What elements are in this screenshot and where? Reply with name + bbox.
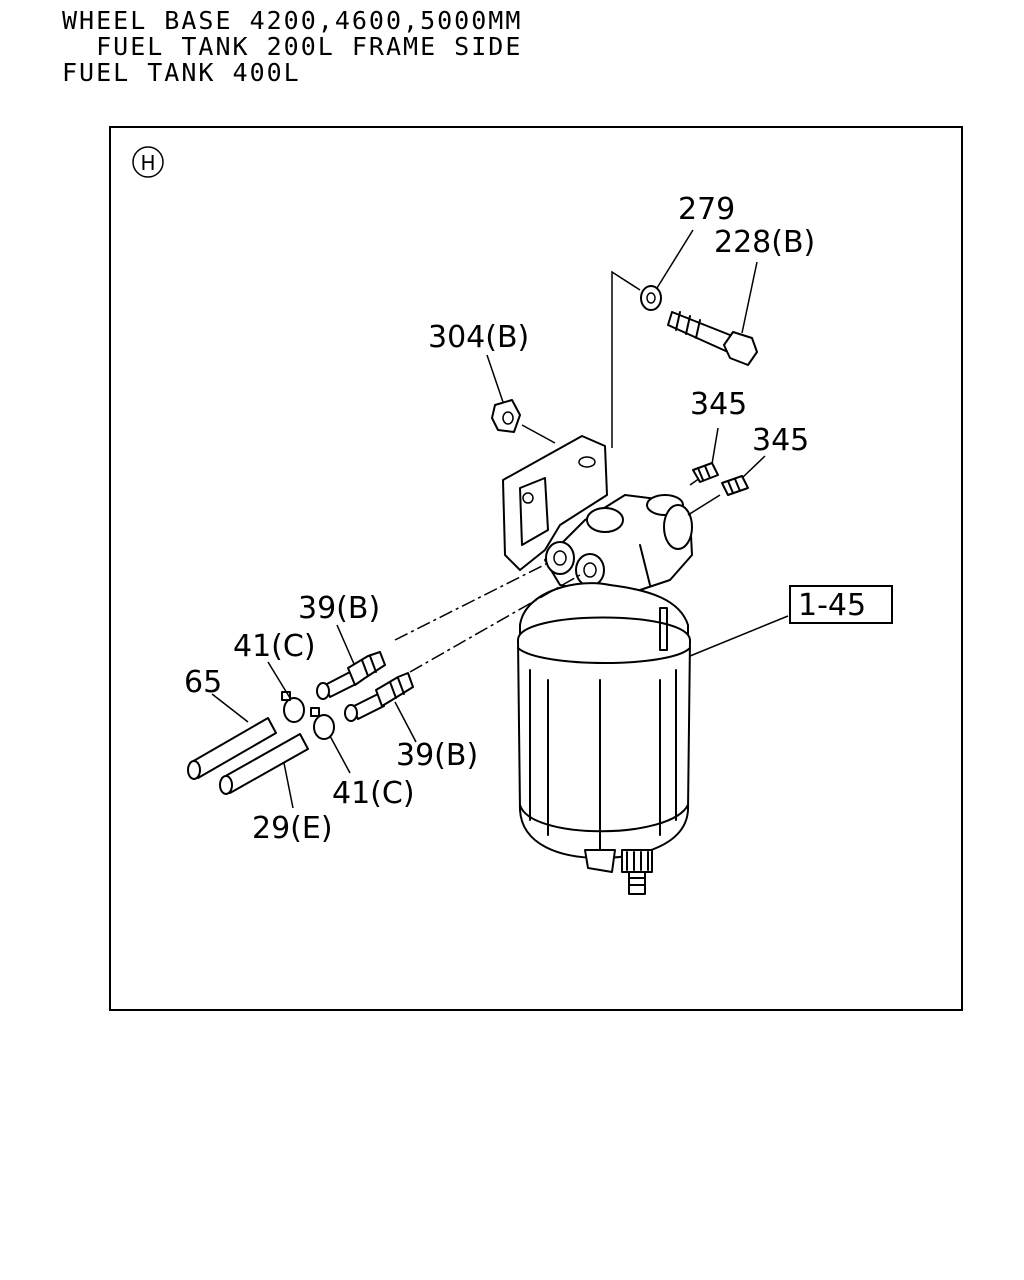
- label-304b: 304(B): [428, 320, 529, 355]
- header-line-3: FUEL TANK 400L: [62, 58, 301, 87]
- plug-345-a: [692, 462, 719, 483]
- nut-304b: [491, 399, 521, 433]
- clamp-41c-top: [281, 691, 305, 723]
- fitting-39b-top: [316, 651, 386, 700]
- section-marker-letter: H: [140, 151, 155, 175]
- label-279: 279: [678, 192, 735, 227]
- diagram-frame: [109, 126, 963, 1011]
- label-41c-bottom: 41(C): [332, 776, 415, 811]
- label-228b: 228(B): [714, 225, 815, 260]
- label-39b-top: 39(B): [298, 591, 380, 626]
- header-line-1: WHEEL BASE 4200,4600,5000MM: [62, 6, 523, 35]
- header-line-2: FUEL TANK 200L FRAME SIDE: [62, 32, 523, 61]
- plug-345-b: [721, 475, 749, 496]
- hose-65: [187, 717, 277, 780]
- guide-lines: [394, 270, 721, 673]
- filter-bowl: [517, 582, 691, 873]
- label-1-45: 1-45: [798, 588, 866, 623]
- drain-plug: [621, 849, 653, 895]
- mounting-bracket: [502, 435, 608, 571]
- assembly-ref-box: [789, 585, 893, 624]
- label-41c-top: 41(C): [233, 629, 316, 664]
- fitting-39b-bottom: [344, 672, 414, 722]
- hose-29e: [219, 733, 309, 795]
- label-345-a: 345: [690, 387, 747, 422]
- label-65: 65: [184, 665, 222, 700]
- label-29e: 29(E): [252, 811, 333, 846]
- clamp-41c-bottom: [310, 707, 335, 740]
- label-345-b: 345: [752, 423, 809, 458]
- bolt-228b: [667, 311, 758, 366]
- washer-279: [640, 285, 662, 311]
- section-marker: H: [132, 146, 164, 178]
- leader-lines: [211, 229, 789, 809]
- label-39b-bottom: 39(B): [396, 738, 478, 773]
